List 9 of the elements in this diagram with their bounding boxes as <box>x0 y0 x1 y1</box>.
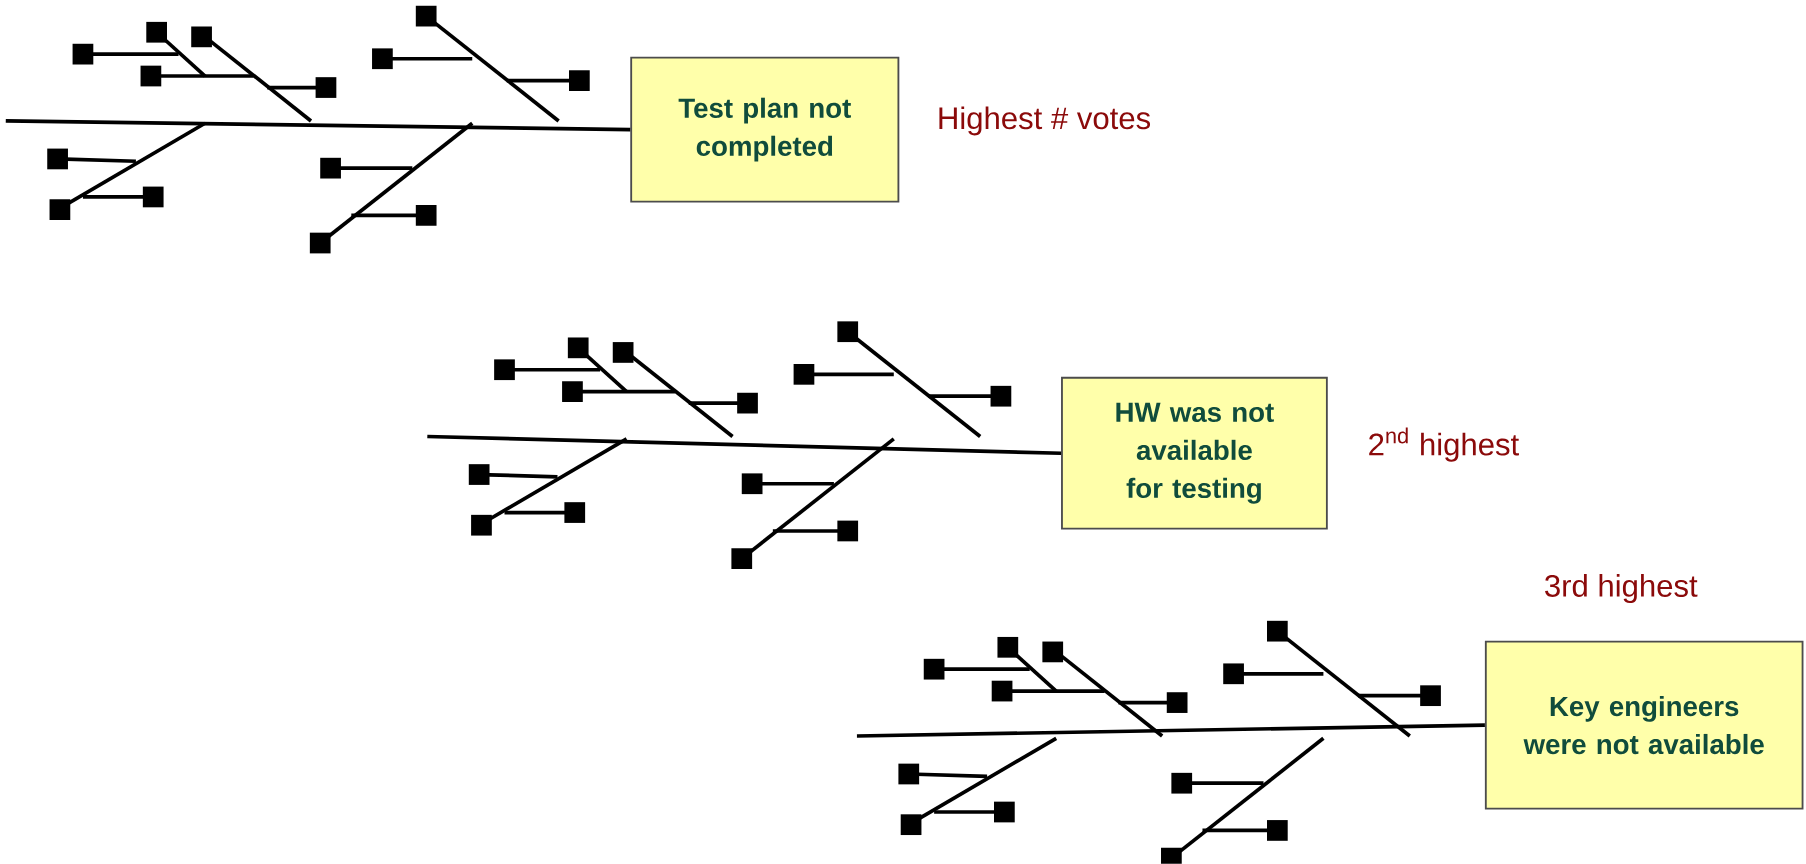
spine-line <box>5 119 631 132</box>
rank-label: 2$^{nd}$ highest <box>1369 427 1519 462</box>
rank-label: 3rd highest <box>1545 574 1698 604</box>
rank-label: Highest # votes <box>939 106 1151 136</box>
effect-box: Test plan not completed <box>630 56 900 203</box>
spine-line <box>427 434 1062 456</box>
spine-line <box>856 723 1485 738</box>
effect-box: HW was not available for testing <box>1061 376 1328 530</box>
effect-box: Key engineers were not available <box>1484 640 1804 810</box>
